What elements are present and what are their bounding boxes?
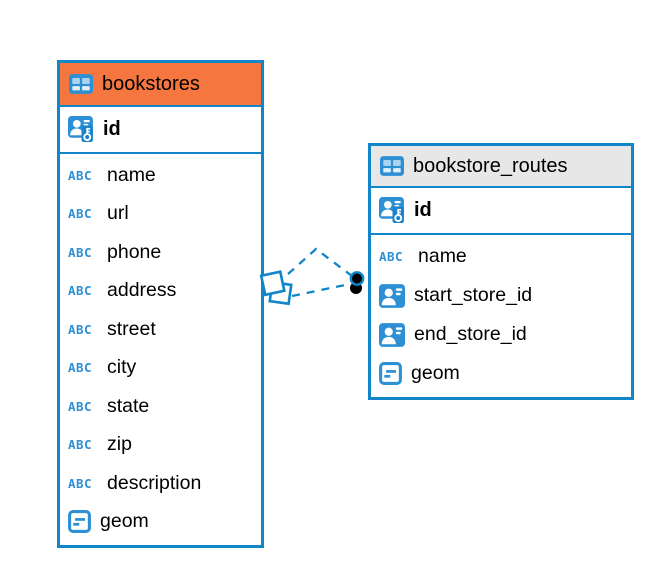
- relationship-line-lower[interactable]: [291, 282, 351, 298]
- person-key-icon: [379, 197, 406, 224]
- column-row-start-store-id[interactable]: start_store_id: [371, 276, 631, 315]
- column-label: city: [107, 356, 137, 379]
- column-row-url[interactable]: ABC url: [60, 195, 261, 234]
- column-row-name[interactable]: ABC name: [371, 237, 631, 276]
- abc-icon: ABC: [68, 244, 93, 260]
- abc-icon: ABC: [68, 167, 93, 183]
- column-label: start_store_id: [414, 284, 533, 306]
- column-row-name[interactable]: ABC name: [60, 156, 261, 195]
- table-icon: [380, 156, 404, 176]
- abc-icon: ABC: [68, 398, 93, 414]
- abc-icon: ABC: [68, 475, 93, 491]
- abc-icon: ABC: [68, 360, 93, 376]
- column-row-street[interactable]: ABC street: [60, 310, 261, 349]
- column-row-city[interactable]: ABC city: [60, 349, 261, 388]
- column-row-end-store-id[interactable]: end_store_id: [371, 315, 631, 354]
- stacked-dots-endpoint: [349, 271, 365, 294]
- table-header-bookstore-routes[interactable]: bookstore_routes: [371, 146, 631, 188]
- column-label: end_store_id: [414, 323, 527, 345]
- column-row-state[interactable]: ABC state: [60, 387, 261, 426]
- person-icon: [379, 323, 405, 347]
- column-label: geom: [411, 362, 460, 384]
- table-header-bookstores[interactable]: bookstores: [60, 63, 261, 107]
- column-label: street: [107, 317, 156, 340]
- entity-table-bookstores[interactable]: bookstores id ABC name ABC url ABC phone…: [57, 60, 264, 548]
- table-icon: [69, 74, 93, 94]
- column-row-zip[interactable]: ABC zip: [60, 426, 261, 465]
- entity-table-bookstore-routes[interactable]: bookstore_routes id ABC name start_store…: [368, 143, 634, 400]
- abc-icon: ABC: [68, 283, 93, 299]
- abc-icon: ABC: [68, 321, 93, 337]
- column-label: zip: [107, 433, 132, 456]
- person-icon: [379, 284, 405, 308]
- geometry-icon: [379, 362, 402, 385]
- column-row-id[interactable]: id: [371, 188, 631, 235]
- table-title: bookstores: [102, 72, 200, 95]
- column-label: geom: [100, 510, 149, 533]
- relationship-line-upper[interactable]: [287, 247, 353, 277]
- abc-icon: ABC: [68, 206, 93, 222]
- column-row-phone[interactable]: ABC phone: [60, 233, 261, 272]
- abc-icon: ABC: [68, 437, 93, 453]
- column-label: address: [107, 279, 177, 302]
- column-row-geom[interactable]: geom: [60, 503, 261, 542]
- column-label: phone: [107, 240, 162, 263]
- column-label: url: [107, 202, 129, 225]
- column-label: name: [107, 163, 156, 186]
- geometry-icon: [68, 510, 91, 533]
- column-row-address[interactable]: ABC address: [60, 272, 261, 311]
- column-row-id[interactable]: id: [60, 107, 261, 154]
- person-key-icon: [68, 116, 95, 143]
- column-label: state: [107, 394, 150, 417]
- column-label: id: [414, 199, 432, 221]
- abc-icon: ABC: [379, 249, 404, 264]
- column-label: description: [107, 471, 202, 494]
- column-row-geom[interactable]: geom: [371, 354, 631, 393]
- stacked-squares-endpoint: [259, 270, 293, 306]
- table-title: bookstore_routes: [413, 154, 568, 177]
- column-label: name: [418, 245, 467, 267]
- column-label: id: [103, 118, 121, 140]
- column-row-description[interactable]: ABC description: [60, 464, 261, 503]
